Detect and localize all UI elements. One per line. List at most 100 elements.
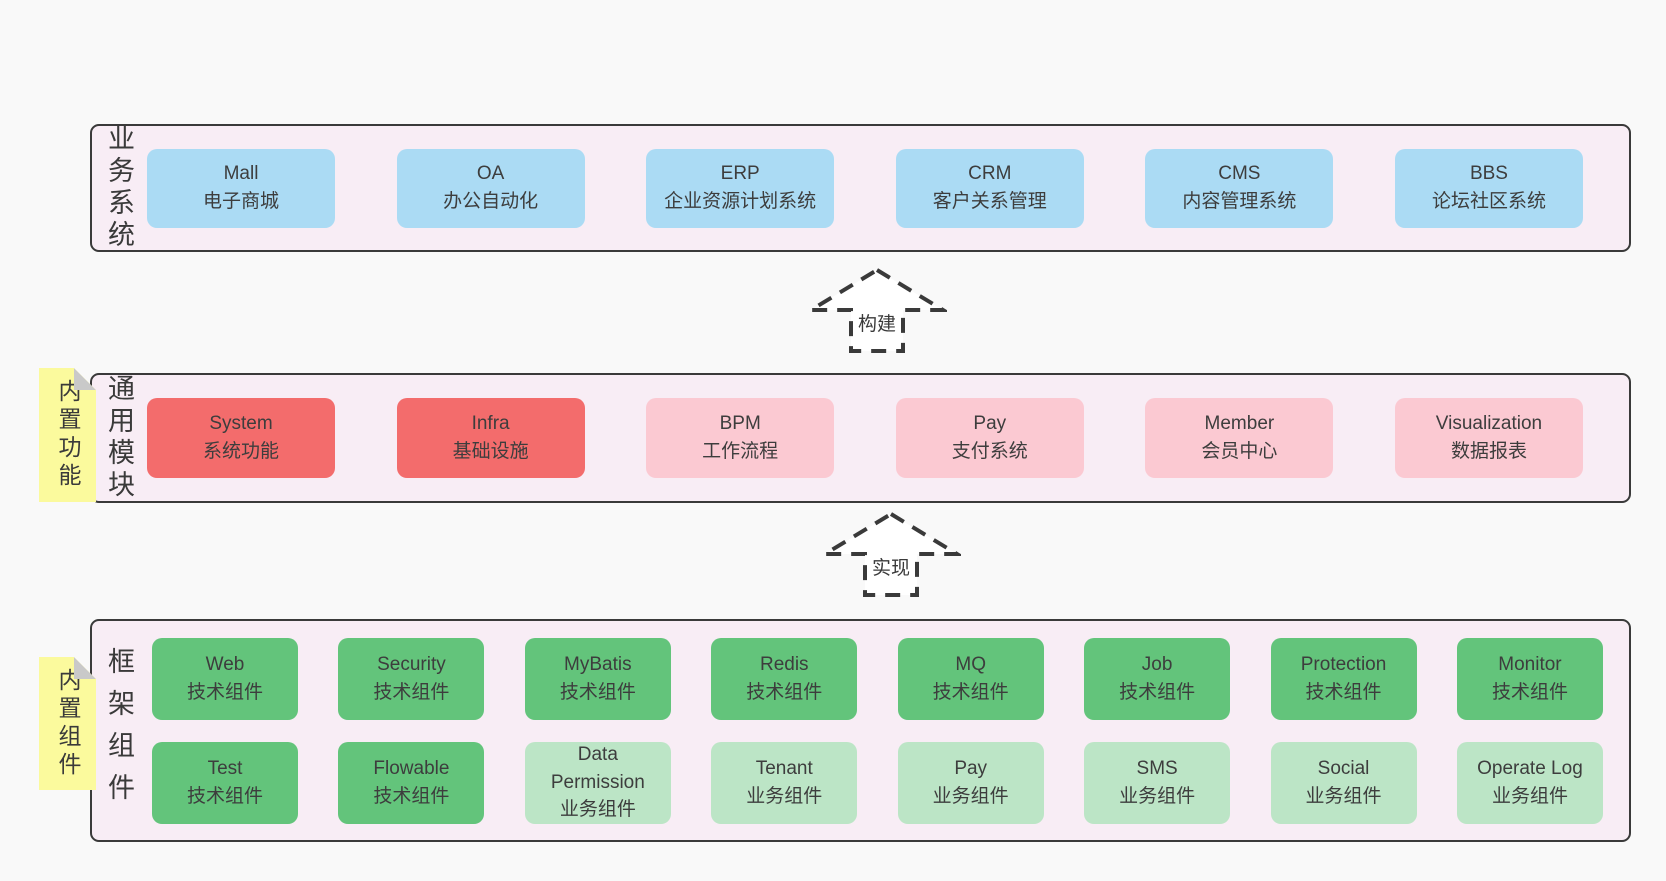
box-title: Flowable bbox=[373, 757, 450, 779]
box-subtitle: 客户关系管理 bbox=[932, 191, 1047, 212]
box-visualization: Visualization 数据报表 bbox=[1394, 398, 1583, 478]
box-subtitle: 基础设施 bbox=[452, 441, 529, 462]
box-title: Visualization bbox=[1435, 413, 1543, 435]
box-subtitle: 业务组件 bbox=[559, 799, 636, 821]
framework-components-band: 框架组件 Web 技术组件 Security 技术组件 MyBatis 技术组件… bbox=[90, 619, 1631, 842]
box-erp: ERP 企业资源计划系统 bbox=[646, 148, 835, 228]
box-data-permission: Data Permission 业务组件 bbox=[524, 741, 671, 824]
business-systems-band: 业务系统 Mall 电子商城 OA 办公自动化 ERP 企业资源计划系统 CRM… bbox=[90, 124, 1631, 252]
box-subtitle: 技术组件 bbox=[1491, 681, 1568, 703]
band-label-business: 业务系统 bbox=[104, 124, 134, 252]
box-title: Member bbox=[1204, 413, 1275, 435]
box-operate-log: Operate Log 业务组件 bbox=[1456, 741, 1603, 824]
box-member: Member 会员中心 bbox=[1145, 398, 1334, 478]
box-cms: CMS 内容管理系统 bbox=[1145, 148, 1334, 228]
box-subtitle: 技术组件 bbox=[186, 785, 263, 807]
box-subtitle: 业务组件 bbox=[1119, 785, 1196, 807]
box-title: MQ bbox=[955, 653, 986, 675]
box-infra: Infra 基础设施 bbox=[396, 398, 585, 478]
box-test: Test 技术组件 bbox=[152, 741, 298, 824]
framework-rows: Web 技术组件 Security 技术组件 MyBatis 技术组件 Redi… bbox=[152, 621, 1603, 840]
box-subtitle: 数据报表 bbox=[1450, 441, 1527, 462]
box-title: Security bbox=[377, 653, 446, 675]
modules-box-row: System 系统功能 Infra 基础设施 BPM 工作流程 Pay 支付系统… bbox=[147, 375, 1583, 501]
box-job: Job 技术组件 bbox=[1084, 637, 1231, 720]
box-title: Pay bbox=[973, 413, 1007, 435]
box-web: Web 技术组件 bbox=[152, 637, 298, 720]
box-subtitle: 企业资源计划系统 bbox=[664, 191, 817, 212]
box-subtitle: 技术组件 bbox=[373, 681, 450, 703]
box-oa: OA 办公自动化 bbox=[396, 148, 585, 228]
box-subtitle: 技术组件 bbox=[1119, 681, 1196, 703]
box-sms: SMS 业务组件 bbox=[1084, 741, 1231, 824]
band-label-modules: 通用模块 bbox=[104, 374, 134, 502]
box-subtitle: 技术组件 bbox=[186, 681, 263, 703]
box-protection: Protection 技术组件 bbox=[1270, 637, 1417, 720]
box-crm: CRM 客户关系管理 bbox=[895, 148, 1084, 228]
box-title: Monitor bbox=[1498, 653, 1562, 675]
box-subtitle: 办公自动化 bbox=[443, 191, 539, 212]
box-mall: Mall 电子商城 bbox=[147, 148, 335, 228]
box-system: System 系统功能 bbox=[147, 398, 335, 478]
builtin-features-sticky: 内置功能 bbox=[39, 368, 96, 502]
build-arrow: 构建 bbox=[807, 266, 947, 354]
box-title: Data Permission bbox=[550, 744, 645, 793]
box-title: Redis bbox=[759, 653, 809, 675]
box-subtitle: 工作流程 bbox=[702, 441, 779, 462]
box-title: Tenant bbox=[755, 757, 813, 779]
box-title: System bbox=[209, 413, 273, 435]
box-title: Web bbox=[205, 653, 245, 675]
box-title: Job bbox=[1141, 653, 1173, 675]
box-subtitle: 技术组件 bbox=[932, 681, 1009, 703]
box-title: OA bbox=[476, 163, 505, 185]
box-subtitle: 论坛社区系统 bbox=[1431, 191, 1546, 212]
box-pay-biz: Pay 业务组件 bbox=[897, 741, 1044, 824]
box-pay: Pay 支付系统 bbox=[895, 398, 1084, 478]
box-subtitle: 业务组件 bbox=[746, 785, 823, 807]
box-monitor: Monitor 技术组件 bbox=[1456, 637, 1603, 720]
box-title: Test bbox=[207, 757, 243, 779]
box-title: SMS bbox=[1136, 757, 1178, 779]
box-subtitle: 会员中心 bbox=[1201, 441, 1278, 462]
box-title: Mall bbox=[223, 163, 259, 185]
box-title: Infra bbox=[471, 413, 510, 435]
box-title: Pay bbox=[954, 757, 988, 779]
box-bpm: BPM 工作流程 bbox=[646, 398, 835, 478]
box-title: Social bbox=[1317, 757, 1370, 779]
implement-arrow-label: 实现 bbox=[868, 553, 914, 580]
sticky-label: 内置组件 bbox=[55, 667, 81, 780]
box-title: CMS bbox=[1218, 163, 1261, 185]
band-label-framework: 框架组件 bbox=[104, 646, 134, 815]
box-title: MyBatis bbox=[564, 653, 632, 675]
box-mq: MQ 技术组件 bbox=[897, 637, 1044, 720]
box-subtitle: 业务组件 bbox=[1491, 785, 1568, 807]
box-subtitle: 电子商城 bbox=[202, 191, 279, 212]
box-subtitle: 技术组件 bbox=[746, 681, 823, 703]
box-title: Protection bbox=[1300, 653, 1387, 675]
box-title: BBS bbox=[1469, 163, 1508, 185]
box-title: Operate Log bbox=[1477, 757, 1583, 779]
box-mybatis: MyBatis 技术组件 bbox=[524, 637, 671, 720]
implement-arrow: 实现 bbox=[821, 510, 961, 598]
box-subtitle: 技术组件 bbox=[1305, 681, 1382, 703]
box-subtitle: 技术组件 bbox=[559, 681, 636, 703]
box-social: Social 业务组件 bbox=[1270, 741, 1417, 824]
box-subtitle: 业务组件 bbox=[932, 785, 1009, 807]
box-subtitle: 技术组件 bbox=[373, 785, 450, 807]
build-arrow-label: 构建 bbox=[854, 309, 900, 336]
box-subtitle: 内容管理系统 bbox=[1182, 191, 1297, 212]
sticky-label: 内置功能 bbox=[55, 379, 81, 491]
box-title: BPM bbox=[719, 413, 761, 435]
framework-row-1: Web 技术组件 Security 技术组件 MyBatis 技术组件 Redi… bbox=[152, 637, 1603, 720]
box-tenant: Tenant 业务组件 bbox=[711, 741, 858, 824]
box-bbs: BBS 论坛社区系统 bbox=[1394, 148, 1583, 228]
box-subtitle: 业务组件 bbox=[1305, 785, 1382, 807]
framework-row-2: Test 技术组件 Flowable 技术组件 Data Permission … bbox=[152, 741, 1603, 824]
box-subtitle: 系统功能 bbox=[202, 441, 279, 462]
box-title: CRM bbox=[968, 163, 1012, 185]
box-subtitle: 支付系统 bbox=[951, 441, 1028, 462]
builtin-components-sticky: 内置组件 bbox=[39, 657, 96, 790]
box-title: ERP bbox=[720, 163, 760, 185]
common-modules-band: 通用模块 System 系统功能 Infra 基础设施 BPM 工作流程 Pay… bbox=[90, 373, 1631, 503]
